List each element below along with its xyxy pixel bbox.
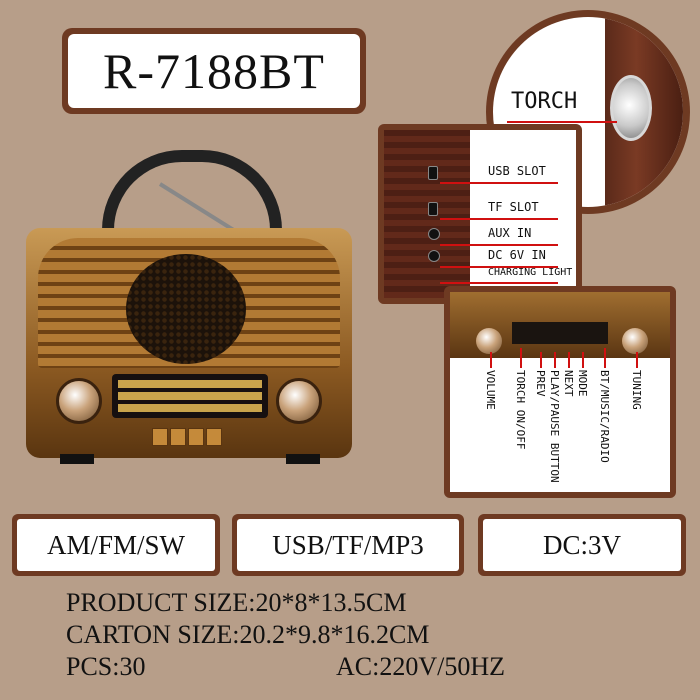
port-label: CHARGING LIGHT — [488, 267, 573, 278]
port-tf: TF SLOT — [384, 200, 576, 220]
tuning-dial — [512, 322, 608, 344]
spec-box-formats: USB/TF/MP3 — [232, 514, 464, 576]
volume-knob — [56, 378, 102, 424]
handle — [102, 150, 282, 240]
port-label: DC 6V IN — [488, 248, 546, 262]
control-label: TUNING — [630, 370, 643, 410]
control-label: BT/MUSIC/RADIO — [598, 370, 611, 463]
port-label: AUX IN — [488, 226, 532, 240]
product-size: PRODUCT SIZE:20*8*13.5CM — [66, 588, 407, 617]
carton-size: CARTON SIZE:20.2*9.8*16.2CM — [66, 620, 430, 649]
aux-port-icon — [428, 228, 440, 240]
dc-port-icon — [428, 250, 440, 262]
port-usb: USB SLOT — [384, 164, 576, 184]
model-title-box: R-7188BT — [62, 28, 366, 114]
torch-detail: TORCH — [486, 10, 690, 214]
port-label: USB SLOT — [488, 164, 546, 178]
radio-foot — [286, 454, 320, 464]
port-aux: AUX IN — [384, 226, 576, 246]
control-label: PLAY/PAUSE BUTTON — [548, 370, 561, 483]
tuning-knob — [622, 328, 648, 354]
volume-knob — [476, 328, 502, 354]
model-title: R-7188BT — [68, 34, 360, 108]
tuning-knob — [276, 378, 322, 424]
wood-panel — [384, 130, 470, 298]
control-label: MODE — [576, 370, 589, 397]
torch-lens-icon — [610, 75, 652, 141]
tf-port-icon — [428, 202, 438, 216]
usb-port-icon — [428, 166, 438, 180]
radio-button — [188, 428, 204, 446]
spec-box-bands: AM/FM/SW — [12, 514, 220, 576]
tuning-dial — [112, 374, 268, 418]
pcs: PCS:30 — [66, 652, 146, 681]
spec-box-power: DC:3V — [478, 514, 686, 576]
radio-product-image — [26, 150, 352, 466]
control-label: VOLUME — [484, 370, 497, 410]
port-label: TF SLOT — [488, 200, 539, 214]
port-dc: DC 6V IN — [384, 248, 576, 268]
speaker-grille — [126, 254, 246, 364]
radio-body — [26, 228, 352, 458]
control-label: PREV — [534, 370, 547, 397]
controls-detail: VOLUME TORCH ON/OFF PREV PLAY/PAUSE BUTT… — [444, 286, 676, 498]
port-charging-light: CHARGING LIGHT — [384, 264, 576, 284]
radio-button — [206, 428, 222, 446]
control-label: NEXT — [562, 370, 575, 397]
torch-label: TORCH — [511, 89, 578, 114]
ports-detail: USB SLOT TF SLOT AUX IN DC 6V IN CHARGIN… — [378, 124, 582, 304]
radio-button — [170, 428, 186, 446]
callout-line — [507, 121, 617, 123]
control-label: TORCH ON/OFF — [514, 370, 527, 450]
radio-button — [152, 428, 168, 446]
radio-foot — [60, 454, 94, 464]
ac-power: AC:220V/50HZ — [336, 652, 505, 681]
